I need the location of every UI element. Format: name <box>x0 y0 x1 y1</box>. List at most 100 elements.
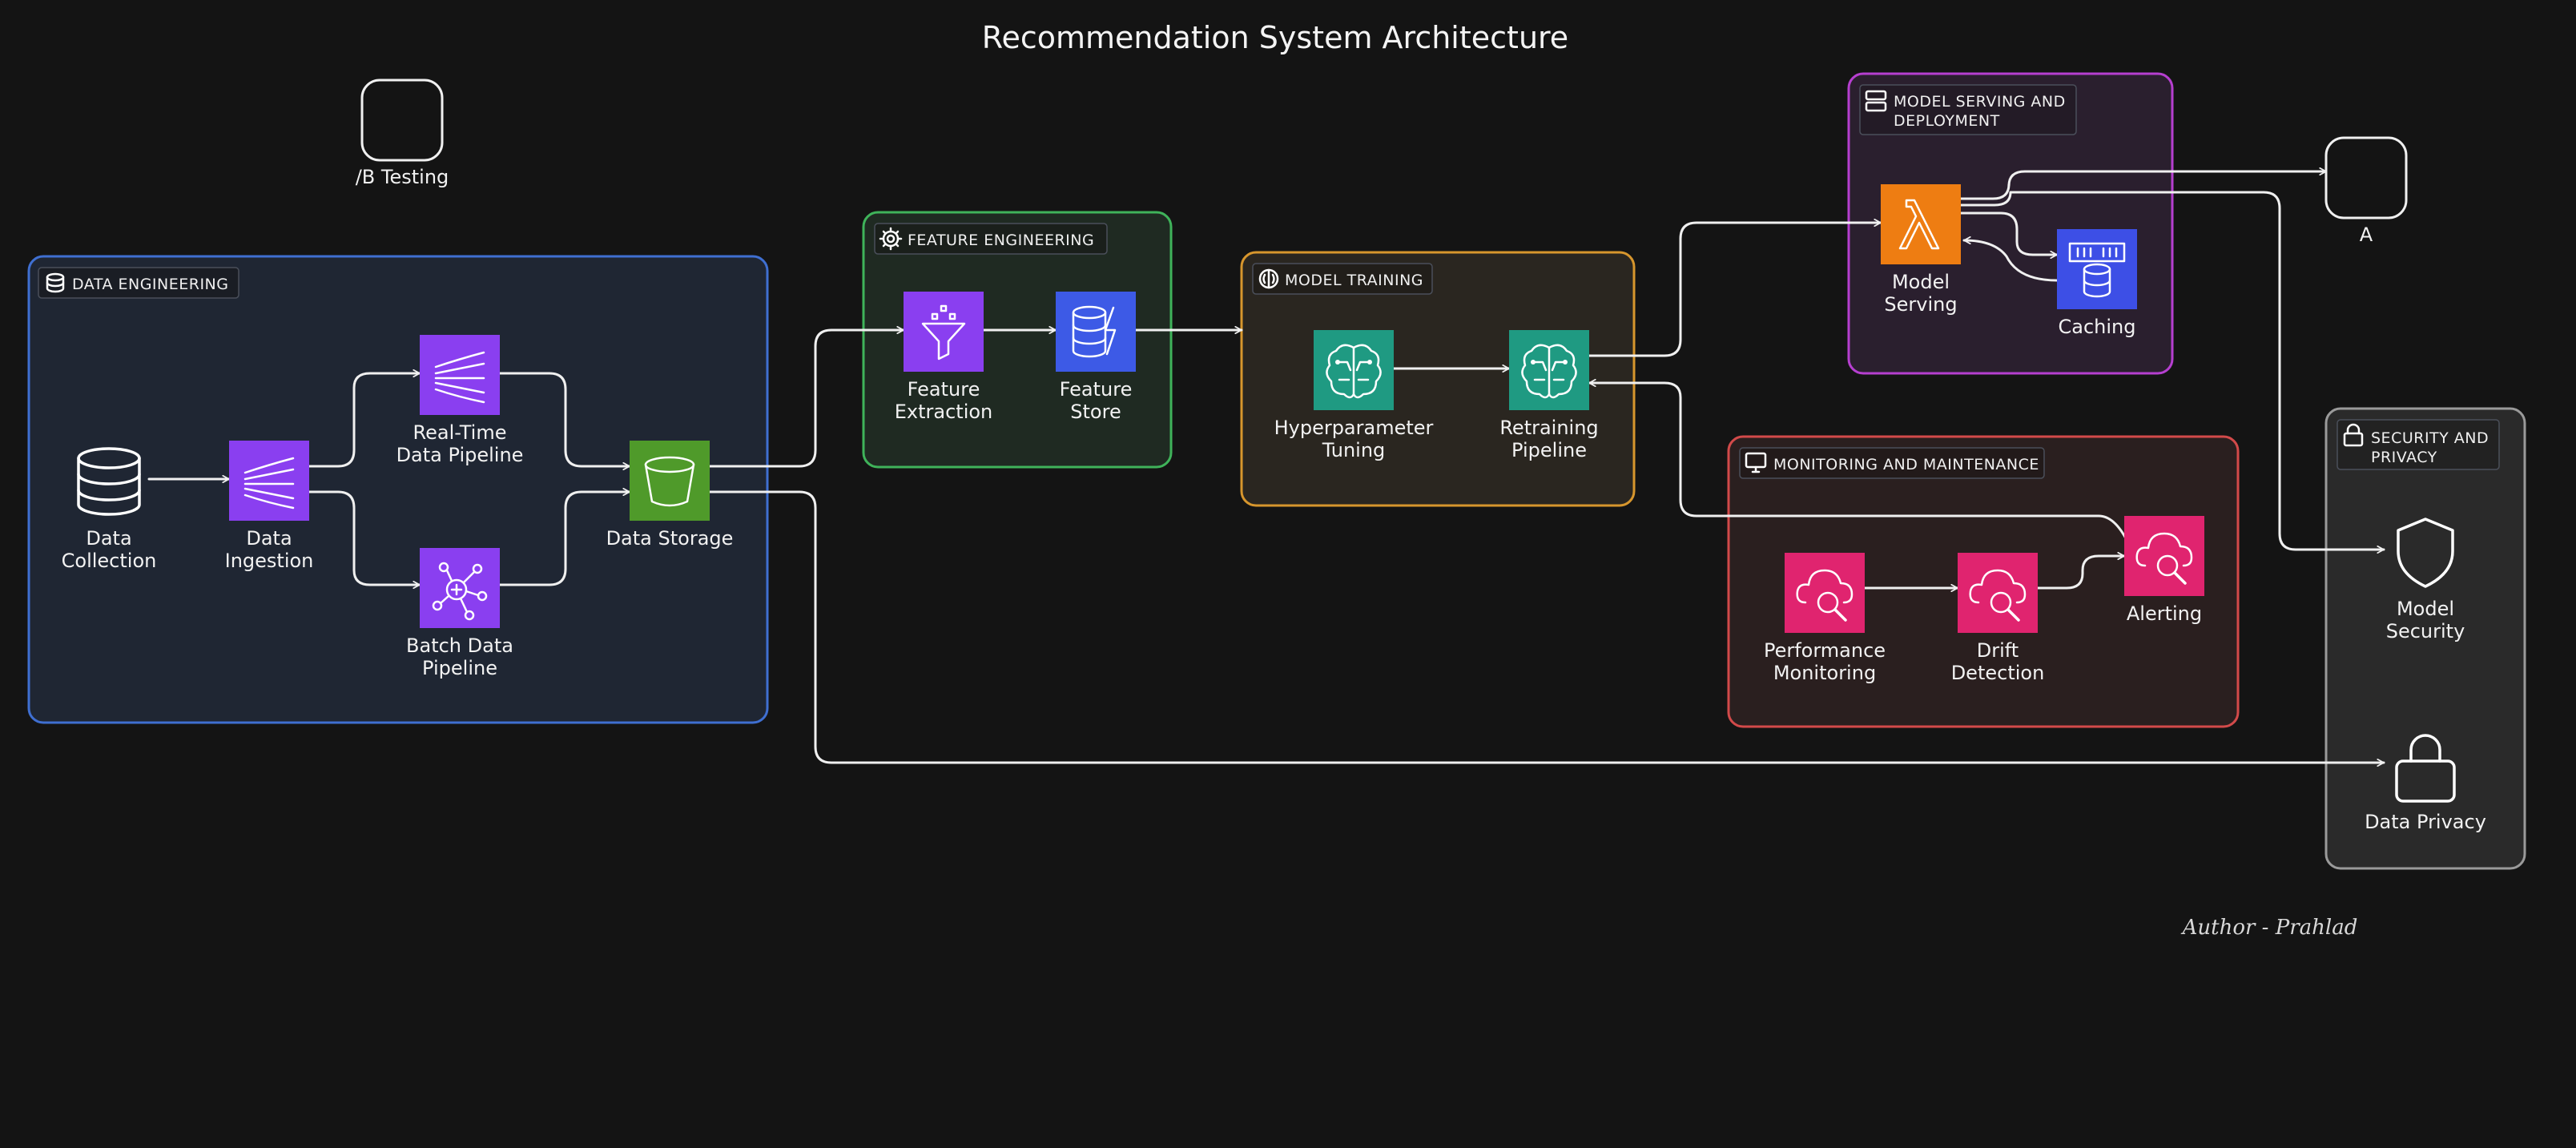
placeholder-box <box>360 79 444 162</box>
edges <box>147 171 2385 763</box>
node-data-collection[interactable]: Data Collection <box>62 447 157 572</box>
node-batch-pipeline[interactable]: Batch Data Pipeline <box>406 548 513 679</box>
group-label: DATA ENGINEERING <box>72 276 229 293</box>
node-realtime-pipeline[interactable]: Real-Time Data Pipeline <box>396 335 524 466</box>
brain-outline-icon <box>1258 268 1279 289</box>
node-caching[interactable]: Caching <box>2057 229 2137 338</box>
group-label: MODEL TRAINING <box>1285 272 1423 289</box>
monitor-icon <box>1745 452 1767 473</box>
service-tile <box>420 335 500 415</box>
group-label: MONITORING AND MAINTENANCE <box>1773 456 2039 473</box>
node-retraining-pipeline[interactable]: Retraining Pipeline <box>1499 330 1599 461</box>
database-icon <box>46 272 65 293</box>
edge-serving-caching <box>1959 211 2059 255</box>
node-label: Feature <box>1060 378 1133 401</box>
node-feature-extraction[interactable]: Feature Extraction <box>895 292 993 423</box>
node-label: Alerting <box>2127 602 2202 625</box>
node-alerting[interactable]: Alerting <box>2124 516 2204 625</box>
kinesis-icon <box>434 351 485 404</box>
server-icon <box>1865 90 1887 112</box>
node-label: Real-Time <box>413 421 507 444</box>
edge-storage-extraction <box>708 330 905 468</box>
service-tile <box>630 441 710 521</box>
node-label: Security <box>2386 620 2465 642</box>
node-label: Ingestion <box>225 550 314 572</box>
group-feature-engineering: FEATURE ENGINEERING <box>862 211 1173 469</box>
group-label: DEPLOYMENT <box>1894 112 2000 130</box>
node-label: /B Testing <box>356 166 449 188</box>
node-ab-testing[interactable]: /B Testing <box>356 79 449 188</box>
placeholder-box <box>2324 136 2408 220</box>
edge-ingestion-batch <box>308 490 421 585</box>
node-drift-detection[interactable]: Drift Detection <box>1951 553 2045 684</box>
database-icon <box>77 447 141 516</box>
node-feature-store[interactable]: Feature Store <box>1056 292 1136 423</box>
node-model-security[interactable]: Model Security <box>2386 518 2465 642</box>
cloud-search-icon <box>2135 532 2193 585</box>
edge-ingestion-realtime <box>308 373 421 468</box>
edge-alerting-retraining <box>1588 383 2129 543</box>
service-tile <box>420 548 500 628</box>
edge-retraining-serving <box>1588 223 1882 357</box>
node-label: Serving <box>1884 293 1957 316</box>
service-tile <box>229 441 309 521</box>
group-security: SECURITY AND PRIVACY <box>2324 407 2526 870</box>
node-label: Extraction <box>895 401 993 423</box>
funnel-icon <box>921 304 966 361</box>
node-performance-monitoring[interactable]: Performance Monitoring <box>1764 553 1886 684</box>
node-label: Data <box>86 527 131 550</box>
group-label: MODEL SERVING AND <box>1894 93 2066 111</box>
node-label: Data Privacy <box>2365 811 2486 833</box>
gear-icon <box>879 227 903 251</box>
node-label: Model <box>2397 598 2454 620</box>
node-label: Tuning <box>1322 439 1386 461</box>
diagram-title: Recommendation System Architecture <box>982 20 1568 55</box>
node-model-serving[interactable]: Model Serving <box>1881 184 1961 316</box>
cache-db-icon <box>2068 242 2126 298</box>
edge-realtime-storage <box>498 372 631 466</box>
dynamodb-icon <box>1072 305 1117 358</box>
brain-icon <box>1521 344 1577 399</box>
node-label: Batch Data <box>406 634 513 657</box>
shield-icon <box>2397 518 2454 588</box>
node-label: Model <box>1892 271 1950 293</box>
node-data-storage[interactable]: Data Storage <box>606 441 734 550</box>
node-label: A <box>2360 224 2373 246</box>
service-tile <box>1056 292 1136 372</box>
node-label: Monitoring <box>1773 662 1876 684</box>
node-data-ingestion[interactable]: Data Ingestion <box>225 441 314 572</box>
node-label: Data <box>246 527 292 550</box>
node-label: Collection <box>62 550 157 572</box>
cloud-search-icon <box>1969 569 2027 622</box>
node-label: Retraining <box>1499 417 1598 439</box>
node-a[interactable]: A <box>2324 136 2408 246</box>
author-signature: Author - Prahlad <box>2181 916 2358 940</box>
node-label: Hyperparameter <box>1274 417 1434 439</box>
service-tile <box>904 292 984 372</box>
node-label: Caching <box>2059 316 2136 338</box>
cloud-search-icon <box>1796 569 1854 622</box>
kinesis-icon <box>244 457 295 510</box>
node-label: Pipeline <box>422 657 497 679</box>
edge-batch-storage <box>498 492 631 586</box>
batch-hub-icon <box>432 562 488 621</box>
edge-caching-serving <box>1962 240 2059 282</box>
lock-outline-icon <box>2343 423 2364 447</box>
node-hyperparameter-tuning[interactable]: Hyperparameter Tuning <box>1274 330 1434 461</box>
edge-storage-privacy <box>708 490 2385 763</box>
group-model-training: MODEL TRAINING <box>1240 251 1636 507</box>
bucket-icon <box>644 456 695 507</box>
brain-icon <box>1326 344 1382 399</box>
edge-drift-alerting <box>2036 556 2126 590</box>
lambda-icon <box>1898 199 1940 250</box>
node-label: Data Storage <box>606 527 734 550</box>
node-data-privacy[interactable]: Data Privacy <box>2365 734 2486 833</box>
lock-icon <box>2395 734 2456 803</box>
node-label: Drift <box>1977 639 2019 662</box>
group-label: SECURITY AND <box>2371 429 2489 447</box>
edge-serving-a <box>1959 171 2328 200</box>
node-label: Store <box>1070 401 1121 423</box>
node-label: Feature <box>908 378 980 401</box>
node-label: Data Pipeline <box>396 444 524 466</box>
